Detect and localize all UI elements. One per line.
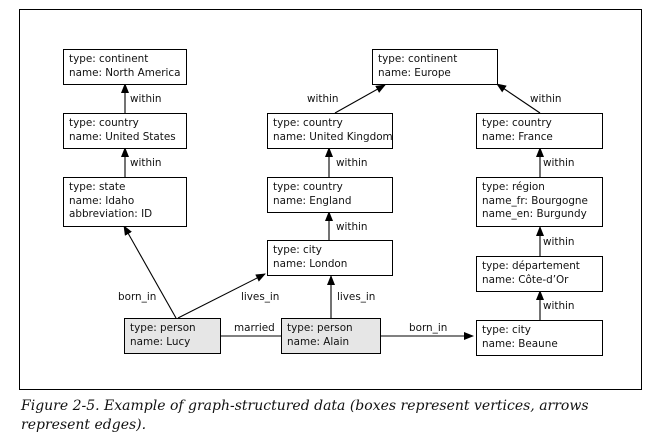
vertex-abbreviation: abbreviation: ID [69,208,153,220]
vertex-name: name: United States [69,130,176,143]
vertex-alain: type: person name: Alain [281,318,381,354]
label-within-bourgogne-france: within [543,157,575,169]
vertex-name: name: Lucy [130,335,191,348]
vertex-europe: type: continent name: Europe [372,49,498,85]
label-born-in-lucy: born_in [118,291,157,303]
vertex-type: type: person [130,322,196,334]
vertex-name: name: Idaho [69,194,135,207]
vertex-united-states: type: country name: United States [63,113,187,149]
vertex-type: type: département [482,260,580,272]
label-born-in-alain: born_in [409,322,448,334]
label-lives-in-alain: lives_in [337,291,376,303]
vertex-united-kingdom: type: country name: United Kingdom [267,113,393,149]
vertex-type: type: country [273,117,343,129]
vertex-type: type: state [69,181,126,193]
label-within-uk-europe: within [307,93,339,105]
vertex-name-fr: name_fr: Bourgogne [482,194,588,207]
vertex-bourgogne: type: région name_fr: Bourgogne name_en:… [476,177,603,227]
label-within-london-england: within [336,221,368,233]
vertex-lucy: type: person name: Lucy [124,318,221,354]
edge-lucy-born-in-idaho [123,225,177,319]
figure-caption: Figure 2-5. Example of graph-structured … [21,398,589,433]
vertex-type: type: person [287,322,353,334]
vertex-type: type: country [69,117,139,129]
vertex-name: name: London [273,257,348,270]
edge-lucy-lives-in-london [177,273,266,319]
label-within-idaho-us: within [130,157,162,169]
label-within-france-europe: within [530,93,562,105]
edge-uk-within-europe [334,84,386,114]
vertex-france: type: country name: France [476,113,603,149]
vertex-england: type: country name: England [267,177,393,213]
label-married: married [234,322,275,334]
vertex-name-en: name_en: Burgundy [482,208,587,220]
vertex-name: name: Alain [287,335,350,348]
label-within-england-uk: within [336,157,368,169]
vertex-type: type: continent [69,53,149,65]
vertex-name: name: Europe [378,66,451,79]
vertex-name: name: United Kingdom [273,130,393,143]
label-within-cotedor-bourgogne: within [543,236,575,248]
vertex-london: type: city name: London [267,240,393,276]
vertex-type: type: country [482,117,552,129]
vertex-name: name: France [482,130,553,143]
vertex-north-america: type: continent name: North America [63,49,187,85]
vertex-name: name: Beaune [482,337,558,350]
vertex-type: type: city [482,324,531,336]
vertex-cote-dor: type: département name: Côte-d’Or [476,256,603,292]
vertex-name: name: North America [69,66,181,79]
vertex-name: name: England [273,194,352,207]
vertex-type: type: continent [378,53,458,65]
vertex-beaune: type: city name: Beaune [476,320,603,356]
label-within-us-na: within [130,93,162,105]
label-lives-in-lucy: lives_in [241,291,280,303]
label-within-beaune-cotedor: within [543,300,575,312]
vertex-type: type: région [482,181,545,193]
vertex-type: type: city [273,244,322,256]
vertex-idaho: type: state name: Idaho abbreviation: ID [63,177,187,227]
vertex-type: type: country [273,181,343,193]
edge-france-within-europe [496,83,541,114]
vertex-name: name: Côte-d’Or [482,273,569,286]
